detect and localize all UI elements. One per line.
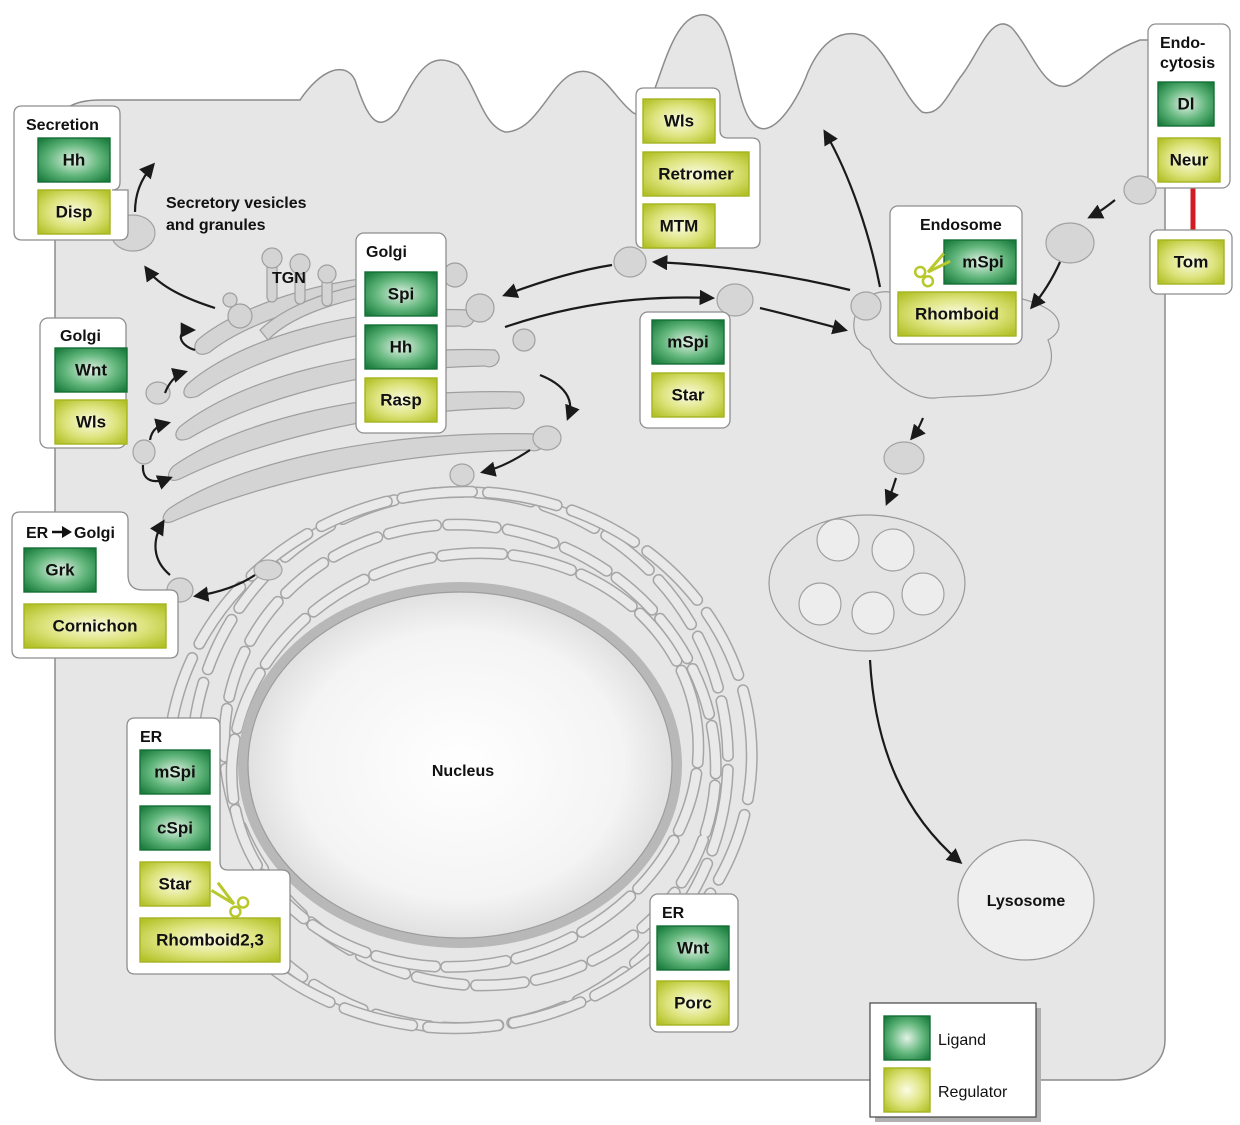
golgi-wnt-label: Wnt (75, 360, 107, 379)
vesicles (110, 214, 1095, 603)
secretion-disp-box (37, 189, 111, 235)
er-mspi-box (139, 749, 211, 795)
multivesicular-body (768, 514, 966, 652)
retromer-mtm-box (642, 203, 716, 249)
panel-er-golgi: ER Golgi Grk Cornichon (11, 511, 179, 659)
transport-star-box (651, 372, 725, 418)
golgi-wls-label: Wls (76, 412, 106, 431)
endocytosis-dl-label: Dl (1178, 94, 1195, 113)
golgi-wnt-title: Golgi (60, 328, 101, 345)
panel-retromer: Wls Retromer MTM (635, 87, 761, 249)
er-wnt-label: Wnt (677, 938, 709, 957)
er-spi-title: ER (140, 729, 163, 746)
er-wnt-title: ER (662, 905, 685, 922)
er-golgi-cornichon-box (23, 603, 167, 649)
retromer-label: Retromer (658, 164, 734, 183)
endosome-vesicle (850, 291, 882, 321)
panel-tom: Tom (1149, 229, 1233, 295)
golgi-rasp-box (364, 377, 438, 423)
secretion-disp-label: Disp (56, 202, 93, 221)
er-porc-label: Porc (674, 993, 712, 1012)
panel-golgi-wnt: Golgi Wnt Wls (39, 317, 128, 449)
tom-box (1157, 239, 1225, 285)
retromer-wls-box (642, 98, 716, 144)
legend-regulator-swatch (883, 1067, 931, 1113)
er-porc-box (656, 980, 730, 1026)
er-star-label: Star (158, 874, 191, 893)
panel-transport-spi: mSpi Star (639, 311, 731, 429)
golgi-hh-box (364, 324, 438, 370)
endocytic-pit (1123, 175, 1157, 205)
golgi-wnt-box (54, 347, 128, 393)
golgi-spi-box (364, 271, 438, 317)
secretory-granules-label: and granules (166, 217, 266, 234)
er-golgi-title-er: ER (26, 525, 49, 542)
secretory-vesicles-label: Secretory vesicles (166, 195, 307, 212)
er-golgi-grk-box (23, 547, 97, 593)
retromer-mtm-label: MTM (660, 216, 699, 235)
er-golgi-grk-label: Grk (45, 560, 75, 579)
golgi-rasp-label: Rasp (380, 390, 422, 409)
er-golgi-right-arrow-icon (52, 526, 72, 538)
tgn-buds (222, 247, 536, 352)
endosome-mspi-label: mSpi (962, 252, 1004, 271)
er-mspi-label: mSpi (154, 762, 196, 781)
golgi-wls-box (54, 399, 128, 445)
endocytosis-title-line1: Endo- (1160, 35, 1205, 52)
legend: Ligand Regulator (869, 1002, 1041, 1122)
endosome-rhomboid-label: Rhomboid (915, 304, 999, 323)
endocytosis-neur-box (1157, 137, 1221, 183)
er-golgi-cornichon-label: Cornichon (53, 616, 138, 635)
endosome-mspi-box (943, 239, 1017, 285)
retromer-wls-label: Wls (664, 111, 694, 130)
legend-ligand-label: Ligand (938, 1032, 986, 1049)
legend-regulator-label: Regulator (938, 1084, 1008, 1101)
golgi-spi-label: Spi (388, 284, 414, 303)
er-wnt-box (656, 925, 730, 971)
endocytosis-dl-box (1157, 81, 1215, 127)
golgi-main-title: Golgi (366, 244, 407, 261)
scissors-icon (210, 881, 250, 918)
scissors-icon (913, 252, 951, 288)
tgn-label: TGN (272, 270, 306, 287)
inhibition-symbol (1180, 183, 1206, 232)
legend-ligand-swatch (883, 1015, 931, 1061)
golgi-hh-label: Hh (390, 337, 413, 356)
er-rhomboid23-box (139, 917, 281, 963)
trafficking-arrows (133, 129, 1116, 865)
lysosome (957, 839, 1095, 961)
endosome-title: Endosome (920, 217, 1002, 234)
lysosome-label: Lysosome (987, 893, 1066, 910)
er-cspi-label: cSpi (157, 818, 193, 837)
nucleus (247, 591, 673, 939)
endocytosis-neur-label: Neur (1170, 150, 1209, 169)
panel-endocytosis: Endo- cytosis Dl Neur (1147, 23, 1231, 189)
panel-er-spi: ER mSpi cSpi Star Rhomboid2,3 (126, 717, 291, 975)
er-star-box (139, 861, 211, 907)
endosome-rhomboid-box (897, 291, 1017, 337)
transport-mspi-box (651, 319, 725, 365)
endocytosis-title-line2: cytosis (1160, 55, 1215, 72)
secretion-title: Secretion (26, 117, 99, 134)
transport-star-label: Star (671, 385, 704, 404)
panel-golgi-main: Golgi Spi Hh Rasp (355, 232, 447, 434)
retromer-box (642, 151, 750, 197)
er-golgi-title-golgi: Golgi (74, 525, 115, 542)
panel-er-wnt: ER Wnt Porc (649, 893, 739, 1033)
transport-mspi-label: mSpi (667, 332, 709, 351)
panel-secretion: Secretion Hh Disp (13, 105, 129, 241)
secretion-hh-box (37, 137, 111, 183)
er-rhomboid23-label: Rhomboid2,3 (156, 930, 264, 949)
er-cspi-box (139, 805, 211, 851)
tom-label: Tom (1174, 252, 1209, 271)
panel-endosome: Endosome mSpi Rhomboid (889, 205, 1023, 345)
nucleus-label: Nucleus (432, 763, 494, 780)
secretion-hh-label: Hh (63, 150, 86, 169)
